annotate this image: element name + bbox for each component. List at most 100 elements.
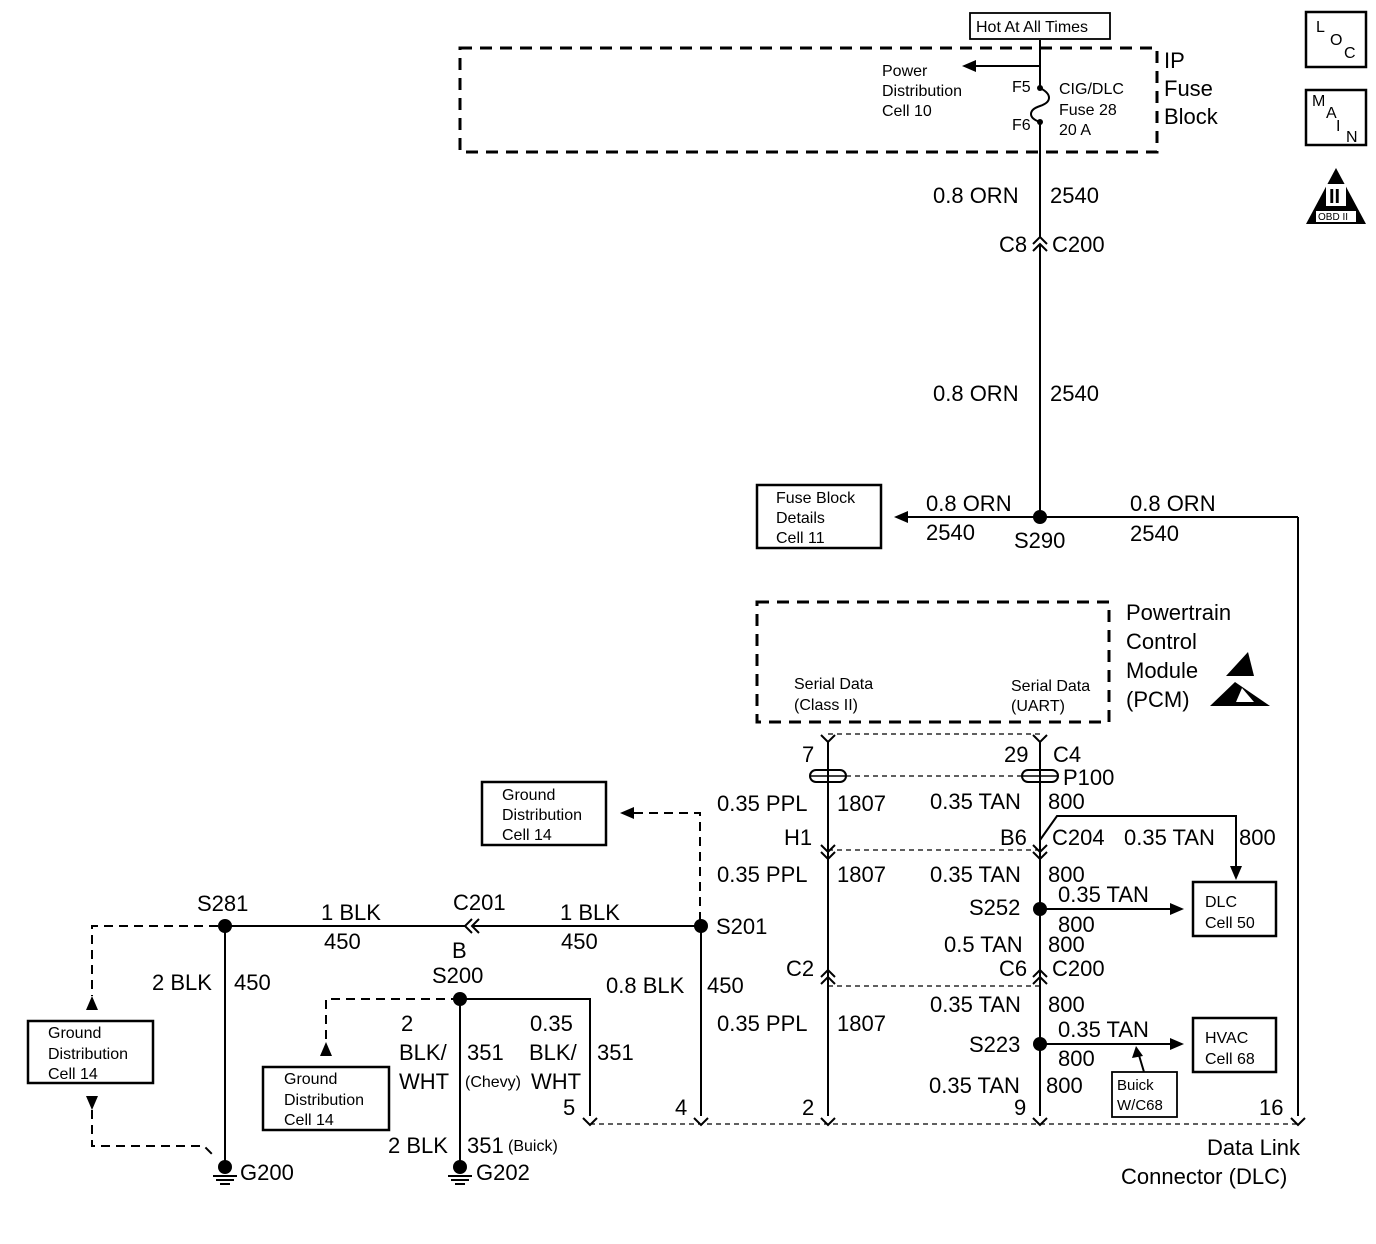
svg-text:Fuse: Fuse: [1164, 76, 1213, 101]
ip-fuse-block: IP Fuse Block: [458, 46, 1219, 154]
wire-label-tan-5: 0.35 TAN 800: [929, 1073, 1083, 1098]
svg-text:OBD II: OBD II: [1318, 212, 1348, 223]
svg-text:2 BLK: 2 BLK: [152, 970, 212, 995]
svg-text:C201: C201: [453, 890, 506, 915]
svg-text:800: 800: [1046, 1073, 1083, 1098]
svg-text:1807: 1807: [837, 862, 886, 887]
wire-label-ppl-3: 0.35 PPL 1807: [717, 1011, 886, 1036]
svg-text:N: N: [1346, 129, 1358, 146]
connector-c2-c6: C2 C6 C200: [786, 956, 1105, 987]
connector-c204: H1 B6 C204 0.35 TAN 800: [784, 815, 1276, 880]
svg-text:800: 800: [1239, 825, 1276, 850]
svg-text:Ground: Ground: [502, 787, 555, 804]
main-icon: M A I N: [1304, 88, 1368, 147]
svg-text:Block: Block: [1164, 104, 1219, 129]
dlc-cell-box: DLC Cell 50: [1191, 880, 1278, 938]
svg-text:2540: 2540: [926, 520, 975, 545]
svg-text:800: 800: [1058, 912, 1095, 937]
esd-warning-icon: [1210, 652, 1270, 706]
svg-text:0.8 ORN: 0.8 ORN: [1130, 491, 1216, 516]
svg-text:WHT: WHT: [531, 1069, 581, 1094]
svg-text:S281: S281: [197, 891, 248, 916]
svg-text:2: 2: [401, 1011, 413, 1036]
svg-text:L: L: [1316, 19, 1325, 36]
svg-text:C2: C2: [786, 956, 814, 981]
svg-text:CIG/DLC: CIG/DLC: [1059, 81, 1124, 98]
power-distribution-ref: Power Distribution Cell 10: [882, 60, 1040, 120]
svg-text:Data Link: Data Link: [1207, 1135, 1301, 1160]
svg-text:800: 800: [1058, 1046, 1095, 1071]
svg-text:0.8 ORN: 0.8 ORN: [926, 491, 1012, 516]
wire-label-tan-1: 0.35 TAN 800: [930, 789, 1085, 814]
svg-text:0.35 TAN: 0.35 TAN: [930, 862, 1021, 887]
svg-text:BLK/: BLK/: [399, 1040, 448, 1065]
obd-ii-icon: II OBD II: [1306, 168, 1366, 224]
svg-text:Serial Data: Serial Data: [1011, 678, 1090, 695]
svg-text:0.8 ORN: 0.8 ORN: [933, 183, 1019, 208]
svg-text:Ground: Ground: [48, 1025, 101, 1042]
svg-text:351: 351: [467, 1040, 504, 1065]
svg-text:S252: S252: [969, 895, 1020, 920]
svg-text:450: 450: [324, 929, 361, 954]
svg-text:9: 9: [1014, 1095, 1026, 1120]
svg-text:Details: Details: [776, 510, 825, 527]
fuse-block-details-box: Fuse Block Details Cell 11: [755, 483, 883, 550]
svg-text:G200: G200: [240, 1160, 294, 1185]
svg-text:H1: H1: [784, 825, 812, 850]
connector-c8-c200: C8 C200: [999, 232, 1105, 257]
svg-text:(Chevy): (Chevy): [465, 1074, 521, 1091]
svg-text:0.35 TAN: 0.35 TAN: [930, 992, 1021, 1017]
svg-text:5: 5: [563, 1095, 575, 1120]
svg-text:BLK/: BLK/: [529, 1040, 578, 1065]
ground-dist-mid-box: Ground Distribution Cell 14: [261, 1065, 391, 1132]
svg-text:Module: Module: [1126, 658, 1198, 683]
svg-text:20 A: 20 A: [1059, 122, 1091, 139]
svg-text:800: 800: [1048, 992, 1085, 1017]
svg-text:B6: B6: [1000, 825, 1027, 850]
svg-text:1 BLK: 1 BLK: [321, 900, 381, 925]
p100-inline: P100: [809, 765, 1114, 790]
wire-label-blk-left: 1 BLK 450: [321, 900, 381, 954]
svg-text:351: 351: [467, 1133, 504, 1158]
wire-label-tan-2: 0.35 TAN 800: [930, 862, 1085, 887]
wire-label-351-b: 0.35 BLK/ WHT 351: [529, 1011, 634, 1094]
svg-text:A: A: [1326, 105, 1337, 122]
pcm-module: Powertrain Control Module (PCM) Serial D…: [755, 600, 1231, 724]
svg-text:B: B: [452, 938, 467, 963]
svg-text:Distribution: Distribution: [502, 807, 582, 824]
svg-text:(PCM): (PCM): [1126, 687, 1190, 712]
svg-text:2: 2: [802, 1095, 814, 1120]
svg-text:0.35 PPL: 0.35 PPL: [717, 862, 808, 887]
svg-text:(UART): (UART): [1011, 698, 1065, 715]
svg-text:0.5 TAN: 0.5 TAN: [944, 932, 1023, 957]
svg-text:DLC: DLC: [1205, 894, 1237, 911]
loc-icon: L O C: [1304, 10, 1368, 69]
splice-s281: S281 2 BLK 450: [152, 891, 271, 995]
ground-dist-left-box: Ground Distribution Cell 14: [26, 925, 218, 1155]
svg-text:1 BLK: 1 BLK: [560, 900, 620, 925]
wire-label-ppl-2: 0.35 PPL 1807: [717, 862, 886, 887]
svg-text:351: 351: [597, 1040, 634, 1065]
svg-text:C: C: [1344, 45, 1356, 62]
svg-text:2 BLK: 2 BLK: [388, 1133, 448, 1158]
svg-text:16: 16: [1259, 1095, 1283, 1120]
ground-g200-icon: G200: [213, 1160, 294, 1185]
svg-text:I: I: [1336, 118, 1340, 135]
svg-text:450: 450: [707, 973, 744, 998]
svg-text:IP: IP: [1164, 48, 1185, 73]
wire-label-top-2: 0.8 ORN 2540: [933, 381, 1099, 406]
svg-text:800: 800: [1048, 789, 1085, 814]
svg-text:Control: Control: [1126, 629, 1197, 654]
svg-text:Fuse Block: Fuse Block: [776, 490, 856, 507]
connector-c201: C201 B: [452, 890, 506, 963]
svg-text:P100: P100: [1063, 765, 1114, 790]
svg-text:Powertrain: Powertrain: [1126, 600, 1231, 625]
svg-text:450: 450: [234, 970, 271, 995]
dlc-connector: 5 4 2 9 16 Data Link Connector (DLC): [563, 1095, 1306, 1189]
ground-g202-icon: G202: [448, 1160, 530, 1185]
splice-s223: S223 0.35 TAN 800: [969, 1017, 1184, 1071]
svg-text:2540: 2540: [1050, 381, 1099, 406]
svg-text:M: M: [1312, 93, 1325, 110]
svg-text:7: 7: [802, 742, 814, 767]
wire-label-ppl-1: 0.35 PPL 1807: [717, 791, 886, 816]
